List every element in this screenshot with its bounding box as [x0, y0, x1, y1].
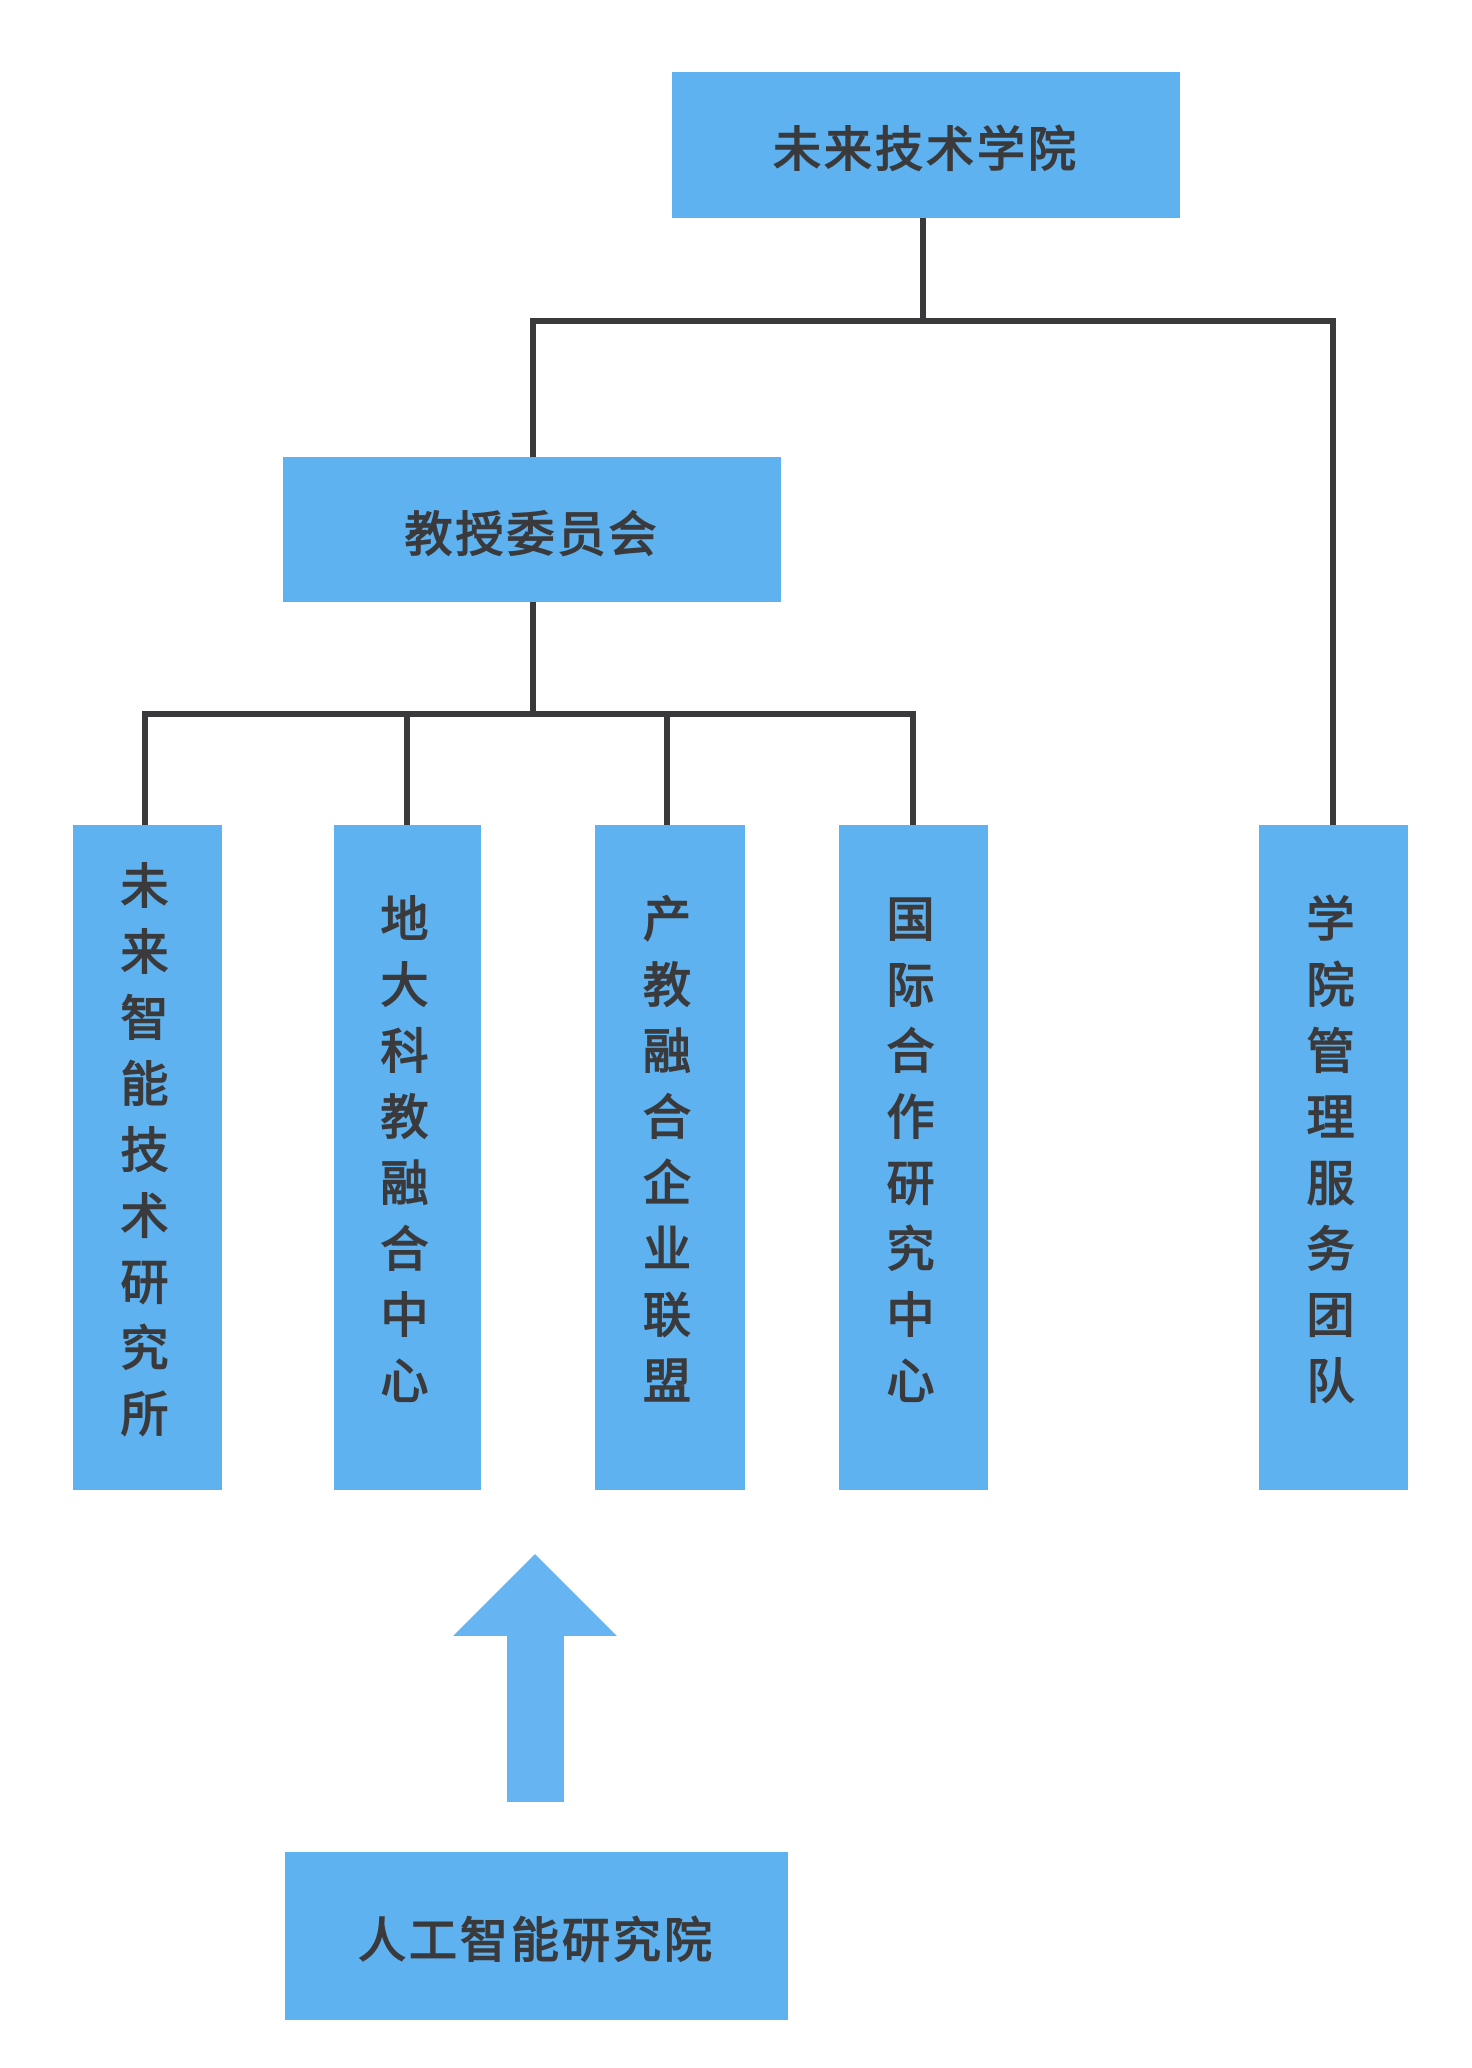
node-label: 未来技术学院 — [772, 124, 1079, 177]
node-professor-committee: 教授委员会 — [283, 457, 781, 602]
node-cug-science-education-center: 地大科教融合中心 — [334, 825, 481, 1490]
node-label: 地大科教融合中心 — [372, 893, 426, 1422]
connector-level2-horizontal — [142, 711, 916, 717]
connector-dept2-drop — [404, 711, 410, 827]
node-ai-research-institute: 人工智能研究院 — [285, 1852, 788, 2020]
node-label: 学院管理服务团队 — [1298, 893, 1352, 1422]
node-international-cooperation-center: 国际合作研究中心 — [839, 825, 988, 1490]
connector-dept1-drop — [142, 711, 148, 827]
node-label: 未来智能技术研究所 — [112, 860, 166, 1455]
node-label: 产教融合企业联盟 — [635, 893, 688, 1422]
connector-management-team-drop — [1330, 318, 1336, 827]
connector-committee-down — [530, 600, 536, 717]
node-future-tech-college: 未来技术学院 — [672, 72, 1180, 218]
arrow-up-shaft — [507, 1636, 564, 1802]
connector-level1-horizontal — [530, 318, 1336, 324]
node-label: 教授委员会 — [404, 508, 660, 562]
connector-committee-drop — [530, 318, 536, 459]
connector-dept4-drop — [910, 711, 916, 827]
connector-root-drop — [920, 218, 926, 322]
node-future-intelligence-institute: 未来智能技术研究所 — [73, 825, 222, 1490]
node-management-service-team: 学院管理服务团队 — [1259, 825, 1408, 1490]
node-label: 人工智能研究院 — [357, 1915, 715, 1968]
connector-dept3-drop — [664, 711, 670, 827]
arrow-up-head — [453, 1554, 617, 1636]
node-label: 国际合作研究中心 — [878, 893, 932, 1422]
node-industry-education-alliance: 产教融合企业联盟 — [595, 825, 745, 1490]
